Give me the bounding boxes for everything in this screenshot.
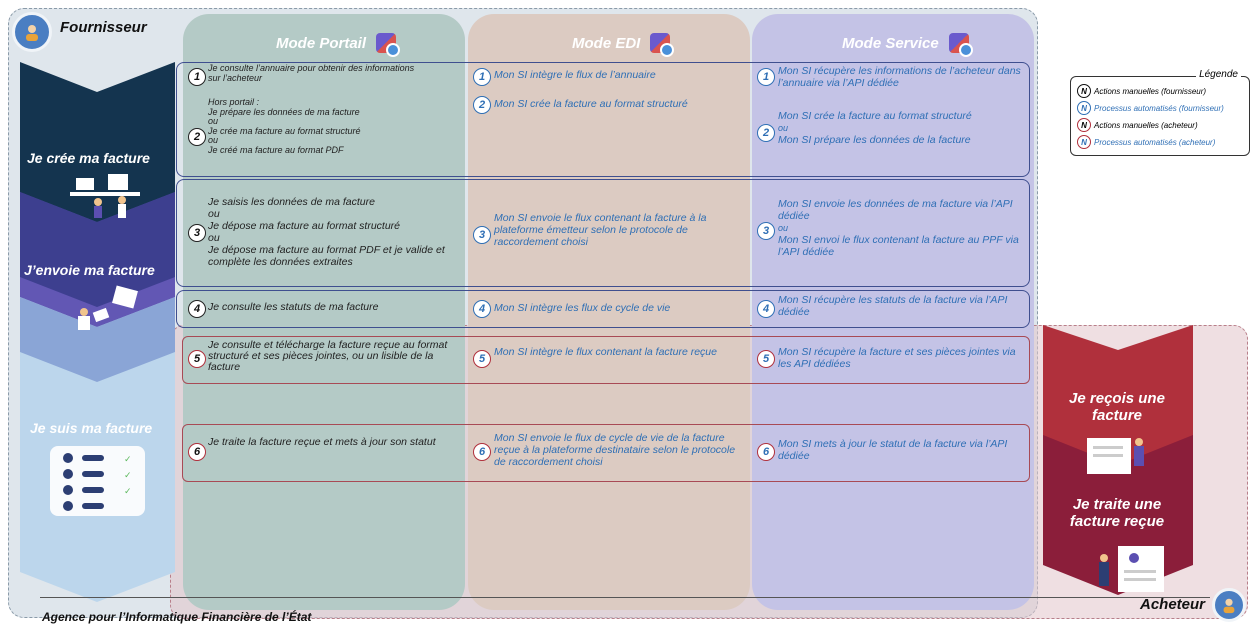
puzzle-icon (948, 33, 973, 57)
step-number: 3 (757, 222, 775, 240)
row-follow (176, 290, 1030, 328)
step-1-service: Mon SI récupère les informations de l’ac… (778, 65, 1021, 89)
column-title-service: Mode Service (842, 30, 973, 57)
person-icon (26, 25, 38, 41)
row-send (176, 179, 1030, 287)
column-portail (183, 14, 465, 610)
step-4-portail: Je consulte les statuts de ma facture (208, 301, 379, 313)
supplier-label: Fournisseur (60, 19, 147, 36)
step-number: 2 (188, 128, 206, 146)
step-number: 4 (473, 300, 491, 318)
checklist-illustration: ✓ ✓ ✓ (50, 446, 145, 516)
column-title-edi: Mode EDI (572, 30, 675, 57)
step-6-edi: Mon SI envoie le flux de cycle de vie de… (494, 432, 736, 468)
step-3-edi: Mon SI envoie le flux contenant la factu… (494, 212, 707, 248)
step-4-edi: Mon SI intègre les flux de cycle de vie (494, 302, 671, 314)
step-2-portail: Hors portail : Je prépare les données de… (208, 97, 361, 155)
phase-process: Je traite une facture reçue (1069, 496, 1165, 530)
step-number: 3 (188, 224, 206, 242)
puzzle-icon (650, 33, 675, 57)
buyer-label: Acheteur (1140, 596, 1206, 613)
step-number: 4 (188, 300, 206, 318)
phase-create: Je crée ma facture (27, 150, 150, 166)
svg-text:✓: ✓ (124, 470, 132, 480)
puzzle-icon (376, 33, 401, 57)
step-5-portail: Je consulte et télécharge la facture reç… (208, 339, 448, 373)
step-4-service: Mon SI récupère les statuts de la factur… (778, 294, 1008, 318)
step-5-service: Mon SI récupère la facture et ses pièces… (778, 346, 1016, 370)
footer-divider (40, 597, 1210, 598)
row-receive (182, 336, 1030, 384)
send-illustration (78, 285, 138, 330)
footer-text: Agence pour l’Informatique Financière de… (42, 610, 312, 624)
step-1-portail: Je consulte l’annuaire pour obtenir des … (208, 63, 415, 83)
step-number: 1 (188, 68, 206, 86)
step-number: 1 (473, 68, 491, 86)
step-number: 5 (757, 350, 775, 368)
step-number: 6 (188, 443, 206, 461)
step-2-service: Mon SI crée la facture au format structu… (778, 110, 972, 146)
step-number: 5 (188, 350, 206, 368)
supplier-avatar (12, 12, 52, 52)
validate-illustration (1099, 546, 1164, 592)
step-1-edi: Mon SI intègre le flux de l’annuaire (494, 69, 656, 81)
step-number: 2 (757, 124, 775, 142)
step-2-edi: Mon SI crée la facture au format structu… (494, 98, 688, 110)
row-process (182, 424, 1030, 482)
step-6-service: Mon SI mets à jour le statut de la factu… (778, 438, 1008, 462)
invoice-illustration (1087, 438, 1144, 474)
step-3-service: Mon SI envoie les données de ma facture … (778, 198, 1019, 258)
phase-send: J’envoie ma facture (24, 262, 155, 278)
phase-receive: Je reçois une facture (1069, 390, 1165, 424)
step-number: 6 (473, 443, 491, 461)
office-illustration (70, 174, 140, 218)
column-service (752, 14, 1034, 610)
row-create (176, 62, 1030, 177)
step-number: 2 (473, 96, 491, 114)
step-number: 5 (473, 350, 491, 368)
step-6-portail: Je traite la facture reçue et mets à jou… (208, 436, 436, 448)
step-5-edi: Mon SI intègre le flux contenant la fact… (494, 346, 717, 358)
buyer-avatar (1212, 588, 1246, 622)
legend-title: Légende (1196, 69, 1241, 80)
column-edi (468, 14, 750, 610)
phase-follow: Je suis ma facture (30, 420, 153, 436)
person-icon (1223, 598, 1235, 614)
column-title-portail: Mode Portail (276, 30, 401, 57)
svg-text:✓: ✓ (124, 486, 132, 496)
step-number: 4 (757, 300, 775, 318)
step-number: 6 (757, 443, 775, 461)
step-number: 3 (473, 226, 491, 244)
step-number: 1 (757, 68, 775, 86)
step-3-portail: Je saisis les données de ma facture ou J… (208, 196, 445, 268)
svg-text:✓: ✓ (124, 454, 132, 464)
